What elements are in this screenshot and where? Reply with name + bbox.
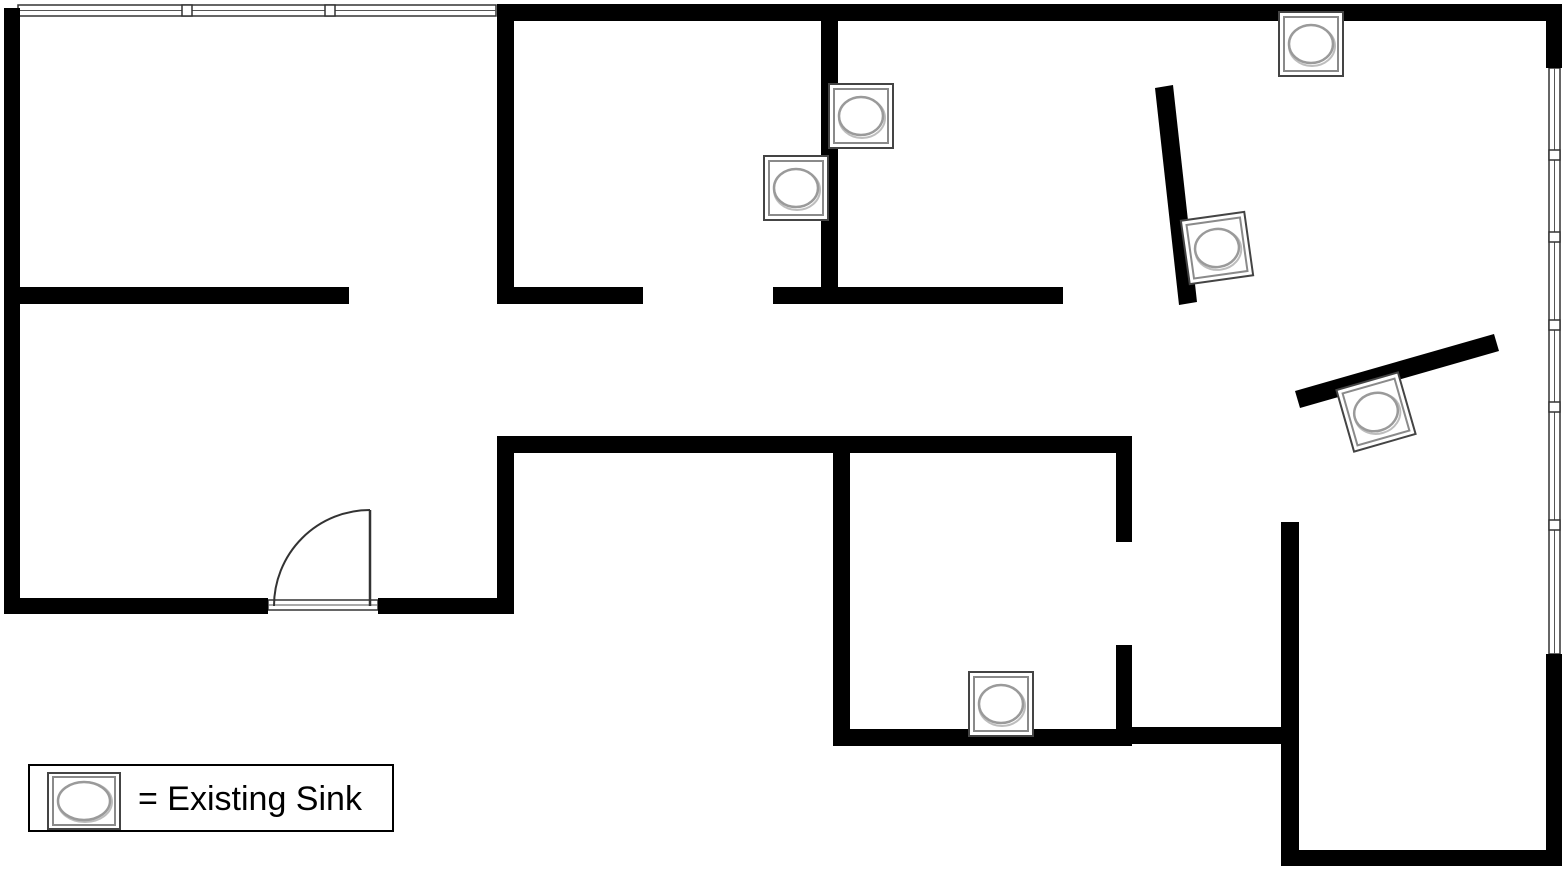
wall-bottom-left-b — [378, 598, 514, 614]
wall-left — [4, 8, 20, 614]
wall-room4-left — [833, 436, 850, 746]
wall-corridor-bottom — [1116, 727, 1298, 744]
wall-room4-bottom — [833, 729, 1131, 746]
wall-lower-top — [497, 436, 1131, 453]
sink-icon — [1179, 210, 1255, 286]
window-top — [17, 4, 497, 17]
wall-right-top — [1546, 4, 1562, 68]
wall-room5-bottom — [1281, 850, 1562, 866]
sink-icon — [827, 82, 895, 150]
wall-room2-bottom — [497, 287, 643, 304]
wall-room2-left — [497, 4, 514, 304]
wall-room5-left — [1281, 522, 1299, 866]
walls — [4, 4, 1562, 866]
legend-label: = Existing Sink — [138, 780, 362, 818]
wall-bottom-left-a — [4, 598, 268, 614]
door — [273, 509, 372, 607]
wall-room4-right-lower — [1116, 645, 1132, 746]
sink-icon — [967, 670, 1035, 738]
sink-icon — [762, 154, 830, 222]
wall-right-bottom — [1546, 654, 1562, 866]
wall-room3-left — [821, 4, 838, 304]
window-right — [1548, 67, 1561, 655]
sink-icon — [47, 772, 121, 830]
wall-room3-bottom — [773, 287, 1063, 304]
wall-lower-left — [497, 436, 514, 614]
wall-room4-right-upper — [1116, 436, 1132, 542]
door-sill — [267, 599, 379, 611]
wall-top — [497, 4, 1562, 21]
wall-room1-divider — [4, 287, 349, 304]
sink-icon — [1277, 10, 1345, 78]
legend: = Existing Sink — [28, 764, 394, 832]
